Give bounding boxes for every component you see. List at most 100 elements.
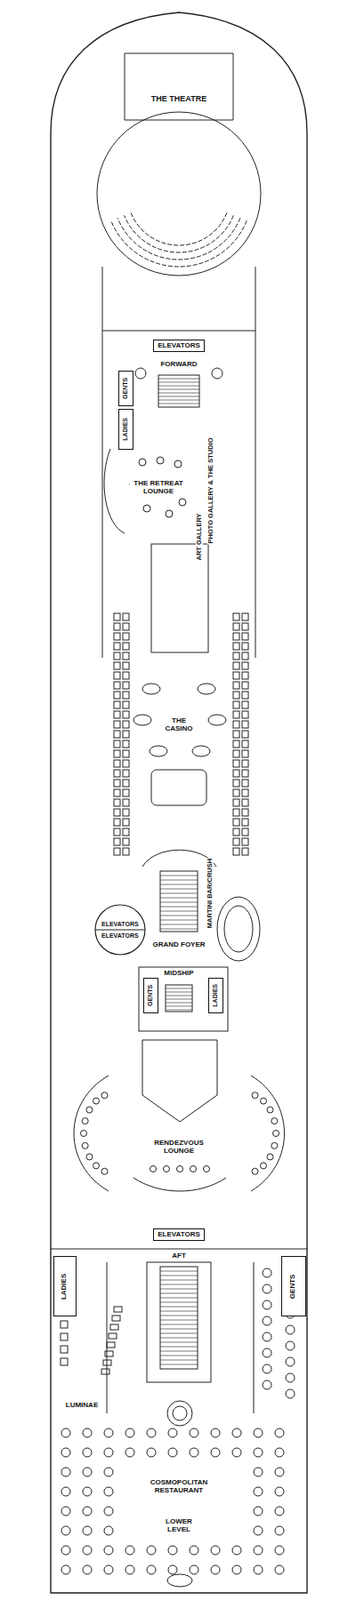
theatre-stage	[124, 53, 234, 121]
dining-table	[275, 1469, 284, 1479]
luminae-seat	[108, 1335, 117, 1341]
stair-step	[160, 1321, 198, 1323]
staircase	[160, 872, 198, 933]
theatre-hall	[97, 112, 261, 276]
stair-step	[160, 1312, 198, 1314]
dining-table	[253, 1567, 263, 1577]
slot-machine	[233, 780, 240, 788]
slot-machine	[233, 643, 240, 651]
restaurant-feature	[172, 1407, 187, 1423]
slot-machine	[242, 790, 249, 798]
area-label: MIDSHIP	[162, 970, 195, 979]
lounge-chair	[174, 461, 182, 469]
slot-machine	[233, 623, 240, 632]
stair-step	[160, 1317, 198, 1319]
dining-table	[232, 1449, 242, 1459]
stair-step	[165, 989, 193, 991]
stair-step	[160, 916, 198, 918]
slot-machine	[242, 731, 249, 739]
foyer-arc	[142, 850, 217, 868]
slot-machine	[242, 780, 249, 788]
slot-machine	[233, 760, 240, 769]
area-label: THE CASINO	[157, 718, 201, 735]
dining-table	[285, 1359, 295, 1368]
slot-machine	[233, 712, 240, 720]
lounge-table	[267, 1108, 274, 1115]
slot-machine	[122, 643, 130, 651]
lounge-table	[93, 1164, 100, 1171]
lounge-chair	[156, 457, 164, 465]
lounge-table	[81, 1119, 89, 1126]
stair-step	[160, 1303, 198, 1305]
wall	[253, 1263, 255, 1416]
slot-machine	[233, 731, 240, 739]
aft-core	[146, 1263, 211, 1384]
casino-bar	[151, 770, 207, 807]
midship-core	[138, 968, 228, 1033]
slot-machine	[242, 829, 249, 837]
dining-table	[146, 1567, 156, 1577]
area-label: AFT	[170, 1254, 187, 1263]
dining-table	[146, 1430, 156, 1440]
slot-machine	[122, 614, 130, 622]
lounge-table	[177, 1167, 184, 1174]
room-box: ELEVATORS	[153, 339, 205, 353]
lounge-table	[271, 1143, 278, 1150]
slot-machine	[122, 672, 130, 680]
dining-table	[168, 1430, 178, 1440]
slot-machine	[113, 721, 121, 729]
slot-machine	[122, 809, 130, 818]
slot-machine	[233, 819, 240, 827]
slot-machine	[233, 770, 240, 778]
slot-machine	[242, 692, 249, 700]
slot-machine	[233, 663, 240, 671]
gaming-table	[192, 746, 211, 758]
slot-machine	[113, 849, 121, 857]
dining-table	[275, 1449, 284, 1459]
lounge-table	[251, 1169, 259, 1176]
slot-machine	[113, 672, 121, 680]
lounge-chair	[143, 505, 151, 513]
stair-step	[158, 400, 200, 402]
dining-table	[168, 1567, 178, 1577]
dining-table	[262, 1270, 272, 1279]
slot-machine	[122, 692, 130, 700]
stern-table	[167, 1576, 193, 1589]
slot-machine	[113, 751, 121, 759]
slot-machine	[113, 731, 121, 739]
dining-table	[210, 1567, 220, 1577]
room-name: LADIES	[61, 1274, 70, 1301]
slot-machine	[113, 702, 121, 710]
dining-table	[168, 1547, 178, 1557]
slot-machine	[113, 780, 121, 788]
room-box: LADIES	[208, 979, 224, 1015]
slot-machine	[233, 741, 240, 749]
gaming-table	[208, 715, 227, 727]
slot-machine	[233, 653, 240, 661]
stair-step	[160, 925, 198, 927]
stair-step	[160, 912, 198, 914]
dining-table	[275, 1528, 284, 1538]
elevator-bank: ELEVATORSELEVATORS	[94, 905, 146, 957]
room-name: GENTS	[121, 378, 130, 400]
dining-table	[82, 1547, 92, 1557]
room-name: LADIES	[121, 418, 130, 442]
stair-step	[158, 389, 200, 391]
stair-step	[158, 386, 200, 388]
stair-step	[160, 1286, 198, 1287]
luminae-seat	[60, 1347, 68, 1355]
area-label: COSMOPOLITAN RESTAURANT	[137, 1480, 220, 1497]
stair-step	[160, 903, 198, 905]
slot-machine	[242, 800, 249, 808]
room-box: GENTS	[143, 979, 159, 1015]
slot-machine	[113, 819, 121, 827]
hull-outline	[50, 12, 308, 1595]
room-name: ELEVATORS	[157, 1232, 201, 1241]
lounge-chair	[138, 459, 146, 467]
seat-row	[117, 218, 241, 260]
dining-table	[285, 1375, 295, 1384]
luminae-seat	[60, 1335, 68, 1343]
stair-step	[158, 396, 200, 398]
stair-step	[160, 921, 198, 923]
dining-table	[104, 1469, 114, 1479]
